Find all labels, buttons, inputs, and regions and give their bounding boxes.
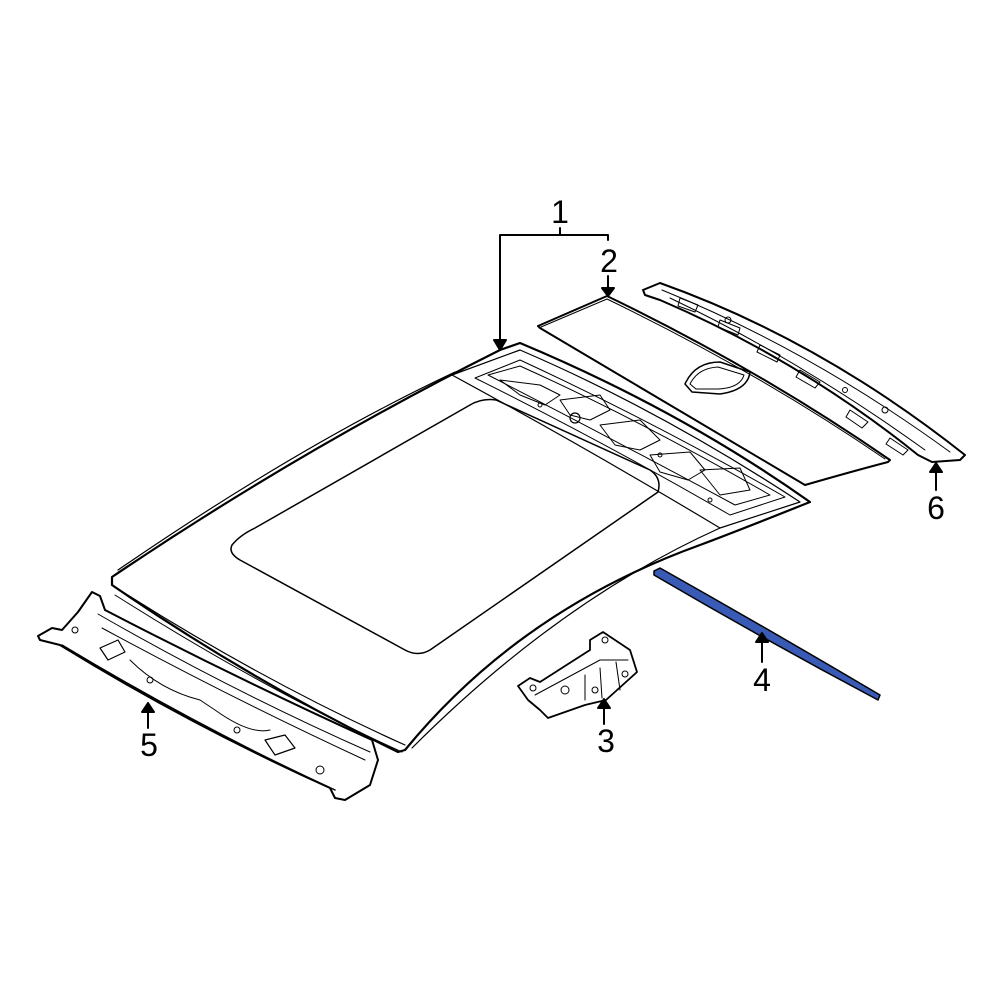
part-1-roof-panel[interactable] [110,341,812,754]
part-6-rear-rail[interactable] [642,282,966,463]
part-2-rear-panel[interactable] [537,295,891,486]
callout-6: 6 [927,490,945,526]
leader-lines [141,227,943,729]
callout-3: 3 [597,723,615,759]
part-3-bracket[interactable] [517,631,638,719]
callout-2: 2 [600,243,618,279]
callout-5: 5 [140,727,158,763]
part-5-front-rail[interactable] [37,591,379,801]
callout-1: 1 [551,194,569,230]
callout-4: 4 [753,662,771,698]
part-4-molding-strip[interactable] [653,567,881,701]
